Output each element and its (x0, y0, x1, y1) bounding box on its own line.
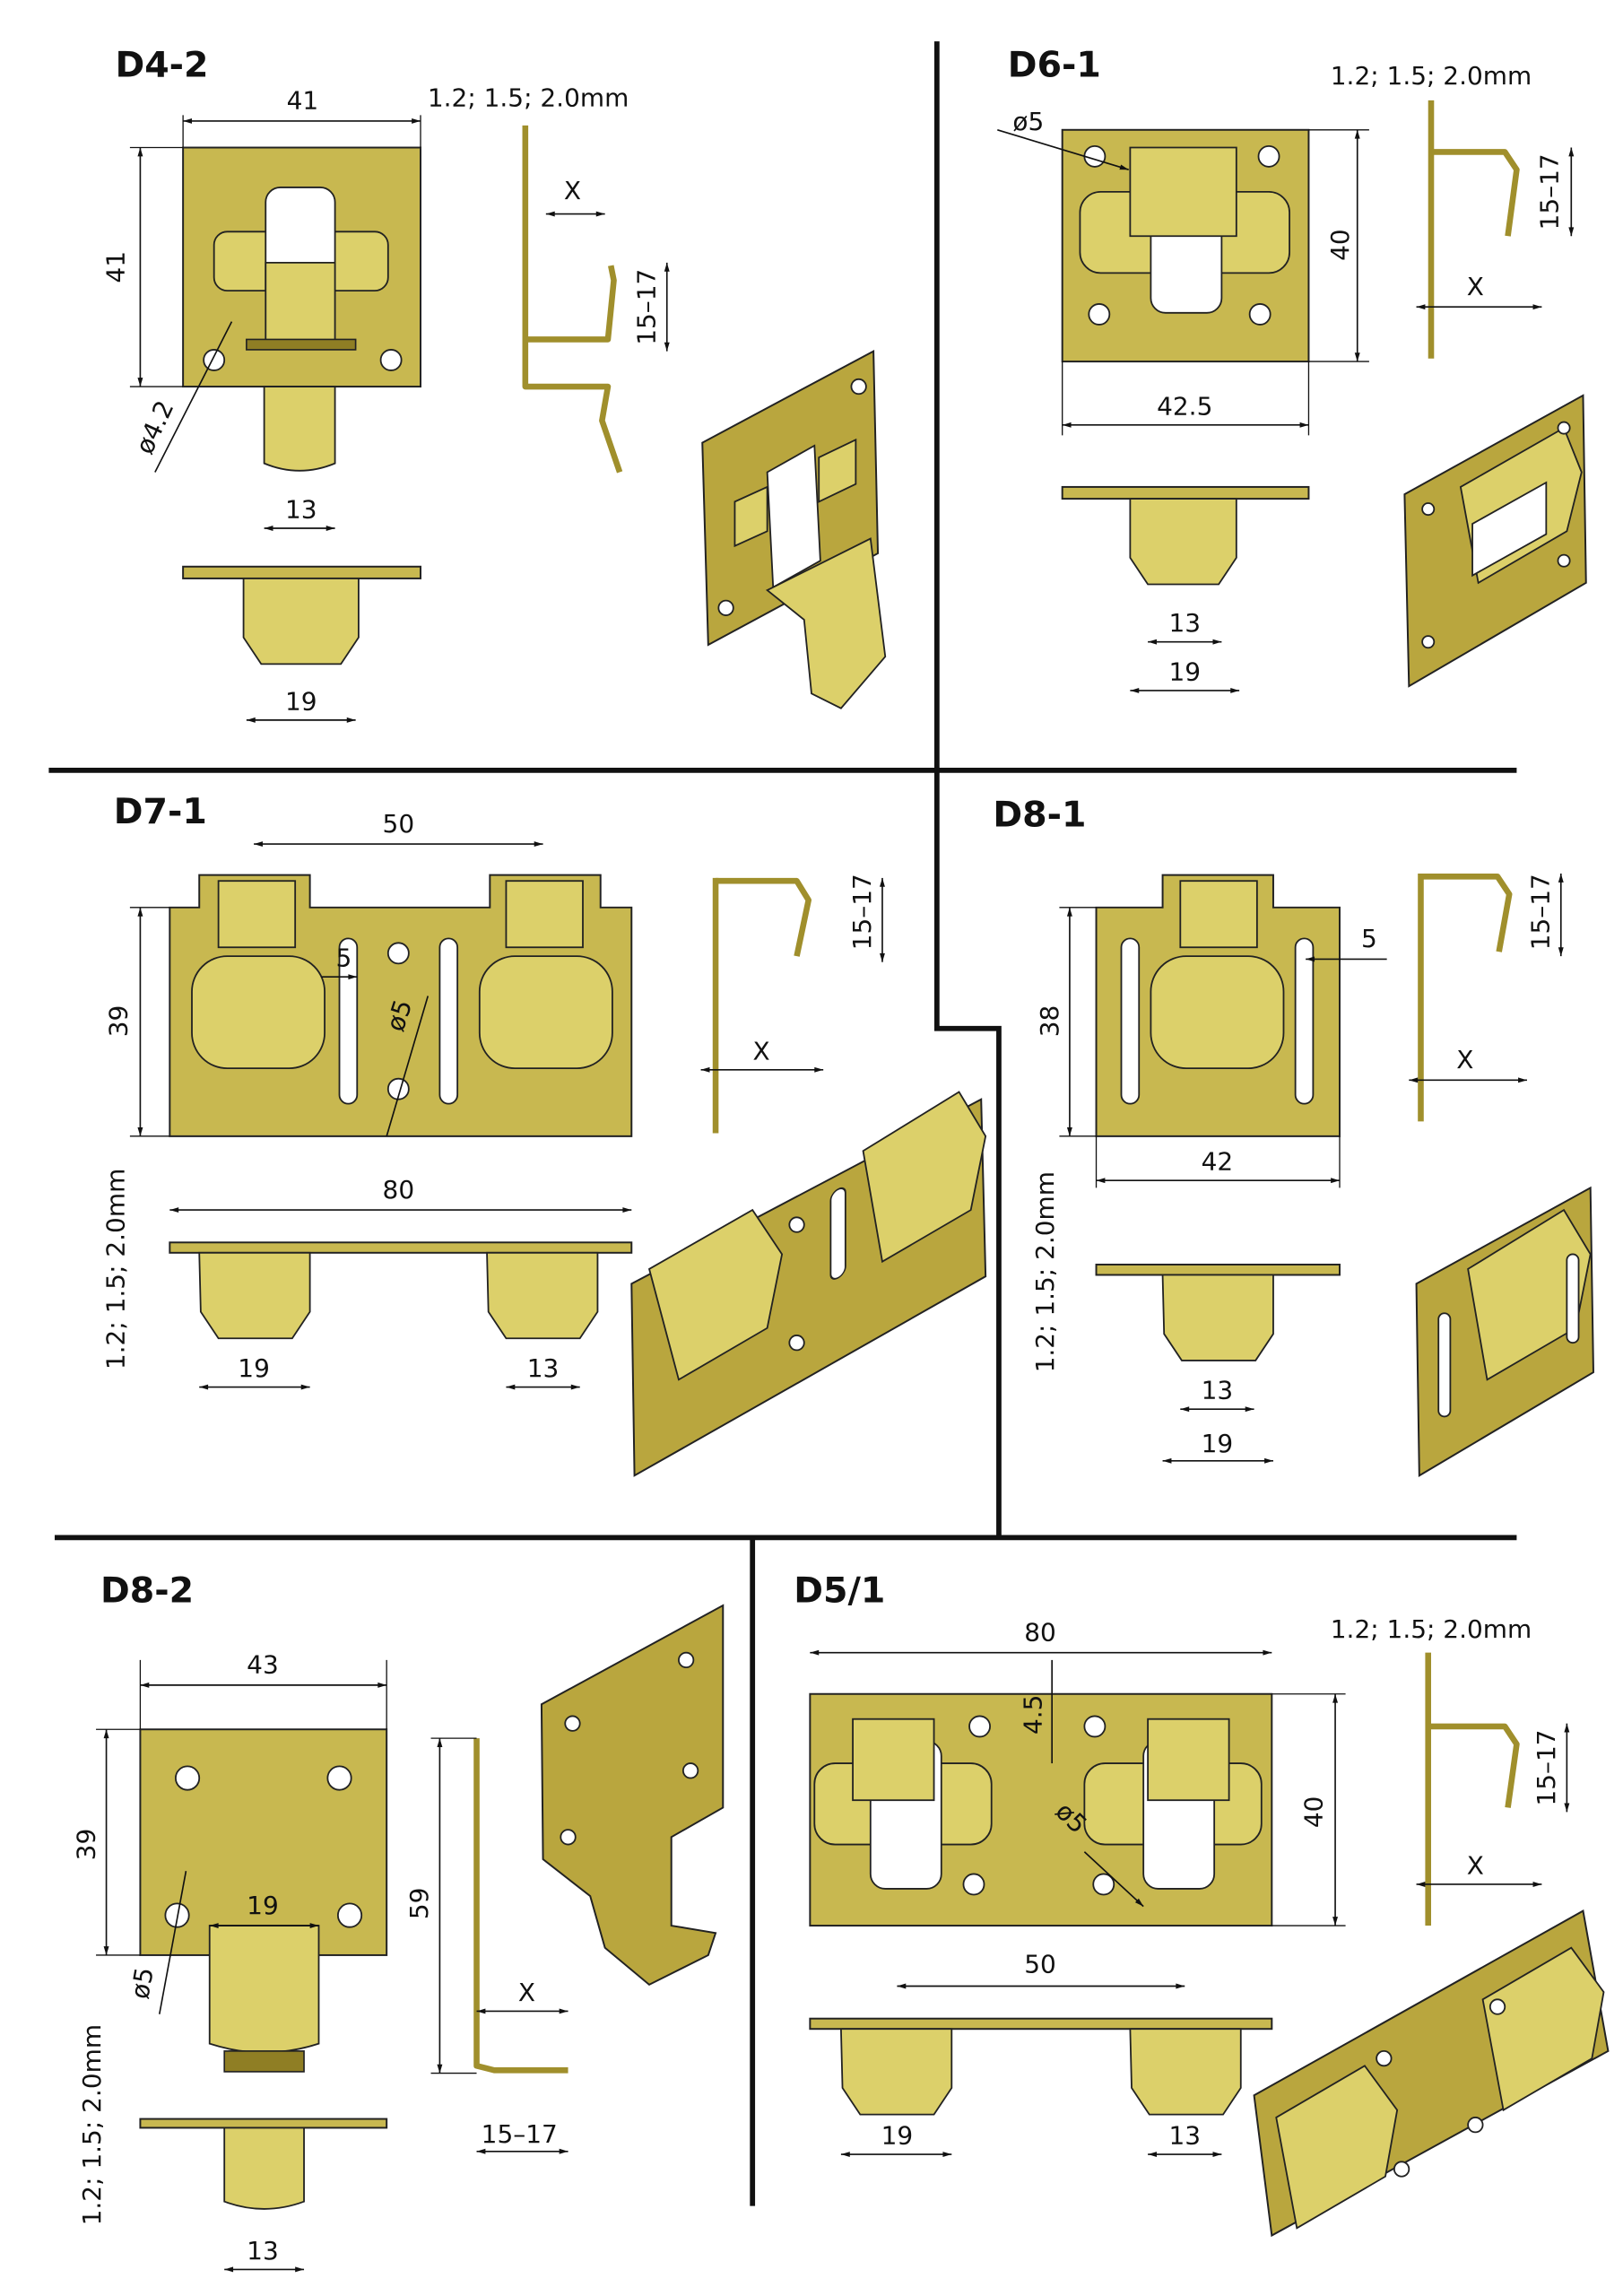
panel-d6-1: D6-1 1.2; 1.5; 2.0mm ø5 40 42.5 15–17 X (997, 45, 1587, 693)
side-view (1428, 100, 1520, 359)
panel-d8-1: D8-1 5 38 42 15–17 X 1.2; 1.5; 2.0mm 13 (993, 794, 1594, 1477)
dim-width: 42.5 (1157, 391, 1212, 421)
bottom-view (182, 565, 421, 665)
dim-80: 80 (383, 1175, 415, 1205)
isometric-view (701, 349, 887, 709)
dim-19: 19 (1202, 1429, 1234, 1458)
bottom-view (169, 1241, 633, 1340)
dim-80: 80 (1024, 1618, 1056, 1648)
dim-thickness: 1.2; 1.5; 2.0mm (1331, 61, 1532, 91)
panel-d4-2: D4-2 41 41 1.2; 1.5; 2.0mm X 15–17 ø4.2 … (100, 45, 887, 723)
dim-height: 39 (104, 1005, 134, 1038)
dim-width: 42 (1202, 1147, 1234, 1177)
dim-13: 13 (247, 2236, 279, 2266)
bottom-view (139, 2118, 388, 2210)
dim-15-17: 15–17 (847, 874, 877, 950)
panel-title: D7-1 (114, 791, 207, 832)
dim-thickness: 1.2; 1.5; 2.0mm (1331, 1614, 1532, 1644)
isometric-view (630, 1091, 987, 1477)
dim-height: 41 (100, 251, 130, 283)
dim-hole-diameter: ø4.2 (130, 396, 180, 459)
dim-15-17: 15–17 (1532, 1729, 1561, 1805)
dim-15-17: 15–17 (632, 269, 662, 345)
side-view (522, 125, 623, 474)
dim-5: 5 (1361, 924, 1377, 953)
panel-dividers (48, 41, 1517, 2206)
side-view (473, 1738, 568, 2074)
panel-title: D5/1 (794, 1570, 885, 1612)
dim-x: X (1456, 1045, 1473, 1074)
panel-d7-1: D7-1 50 39 5 ø5 15–17 X 80 (100, 791, 987, 1477)
front-view (182, 146, 421, 472)
bottom-view (1061, 485, 1310, 586)
bottom-view (1095, 1263, 1341, 1361)
dim-13: 13 (1168, 608, 1201, 638)
dim-19: 19 (881, 2121, 914, 2151)
dim-width: 41 (287, 86, 319, 116)
dim-13: 13 (1202, 1376, 1234, 1405)
isometric-view (1415, 1186, 1594, 1477)
dim-4-5: 4.5 (1019, 1695, 1048, 1735)
side-view (1425, 1652, 1520, 1926)
front-view (1061, 128, 1310, 363)
dim-x: X (1467, 272, 1484, 301)
dim-19: 19 (285, 686, 317, 716)
isometric-view (1253, 1909, 1610, 2238)
side-view (712, 877, 812, 1134)
dim-59: 59 (404, 1888, 434, 1920)
dim-height: 40 (1298, 1796, 1328, 1829)
dim-thickness: 1.2; 1.5; 2.0mm (100, 1169, 130, 1370)
dim-15-17: 15–17 (1534, 153, 1564, 230)
panel-title: D6-1 (1008, 45, 1101, 86)
dim-thickness: 1.2; 1.5; 2.0mm (1030, 1171, 1060, 1372)
front-view (1095, 874, 1341, 1137)
dim-x: X (752, 1036, 769, 1065)
front-view (139, 1728, 388, 2073)
dim-height: 40 (1325, 229, 1355, 261)
panel-d8-2: D8-2 43 39 19 ø5 59 X 15–17 1.2; 1.5; (71, 1570, 725, 2273)
panel-title: D8-2 (100, 1570, 194, 1612)
dim-19: 19 (247, 1891, 279, 1920)
dim-19: 19 (1168, 657, 1201, 686)
dim-19: 19 (238, 1353, 270, 1383)
dim-hole-diameter: ø5 (1012, 107, 1044, 136)
dim-thickness: 1.2; 1.5; 2.0mm (428, 83, 629, 112)
dim-hole-diameter: ø5 (125, 1965, 160, 2001)
dim-50: 50 (383, 809, 415, 839)
dim-height: 39 (71, 1829, 100, 1861)
panel-title: D8-1 (993, 794, 1086, 835)
dim-15-17: 15–17 (482, 2119, 558, 2149)
dim-50: 50 (1024, 1950, 1056, 1979)
isometric-view (540, 1604, 725, 1987)
panel-title: D4-2 (115, 45, 208, 86)
side-view (1418, 873, 1513, 1122)
dim-15-17: 15–17 (1526, 874, 1556, 950)
dim-5: 5 (336, 944, 352, 973)
dim-x: X (518, 1978, 535, 2007)
panel-d5-1: D5/1 80 1.2; 1.5; 2.0mm 4.5 ø5 40 15–17 (794, 1570, 1610, 2238)
dim-13: 13 (1168, 2121, 1201, 2151)
bottom-view (809, 2017, 1273, 2116)
front-view (809, 1692, 1273, 1927)
dim-width: 43 (247, 1650, 279, 1680)
dim-x: X (1467, 1850, 1484, 1880)
dim-13: 13 (285, 494, 317, 524)
dim-x: X (564, 176, 581, 205)
front-view (169, 874, 633, 1137)
isometric-view (1403, 394, 1587, 688)
dim-thickness: 1.2; 1.5; 2.0mm (77, 2024, 107, 2225)
dim-13: 13 (527, 1353, 560, 1383)
dim-height: 38 (1035, 1005, 1064, 1038)
